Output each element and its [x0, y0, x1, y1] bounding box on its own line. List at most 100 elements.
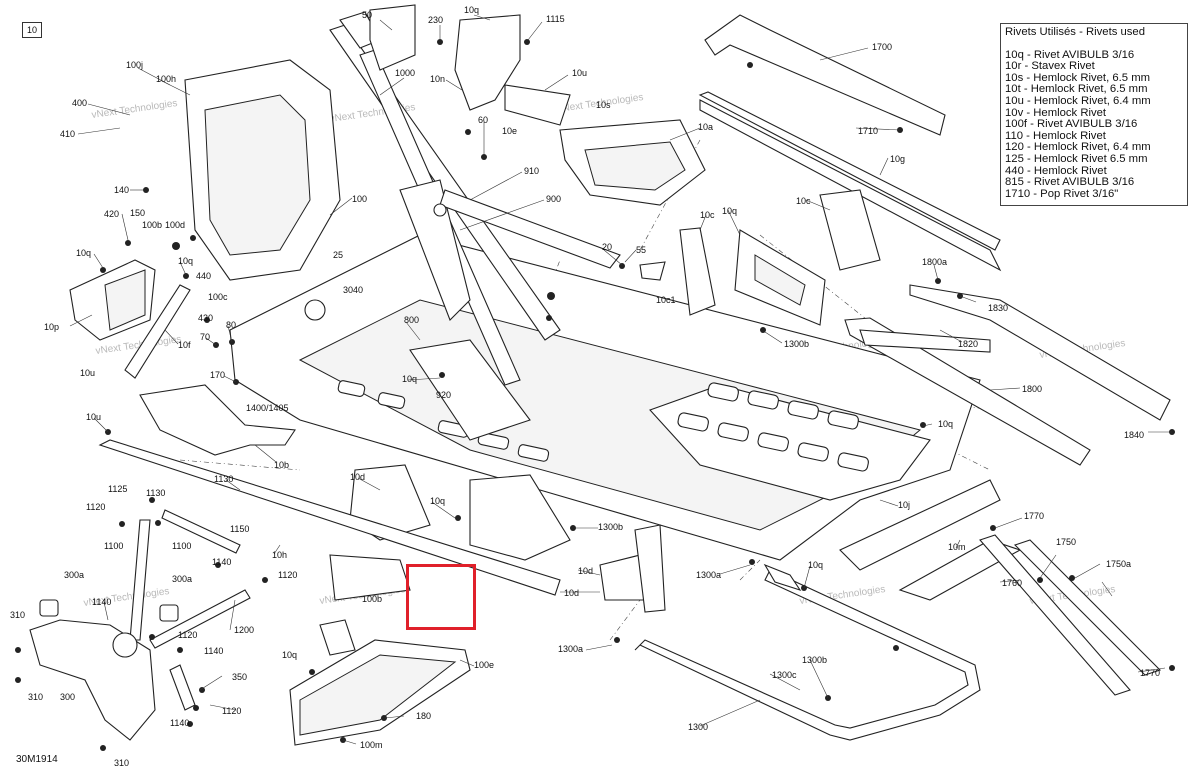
callout-10c1: 10c1 [656, 295, 676, 305]
callout-1125: 1125 [108, 484, 127, 494]
callout-3040: 3040 [343, 285, 363, 295]
callout-1300b-2: 1300b [598, 522, 623, 532]
legend-title: Rivets Utilisés - Rivets used [1005, 26, 1145, 38]
callout-10c-right: 10c [796, 196, 811, 206]
callout-1300b-3: 1300b [802, 655, 827, 665]
callout-10q: 10q [464, 5, 479, 15]
callout-10u-2: 10u [80, 368, 95, 378]
callout-labels: 50 230 10q 1115 1700 100j 100h 1000 10n … [10, 5, 1160, 768]
callout-430: 430 [198, 313, 213, 323]
callout-1100: 1100 [104, 541, 123, 551]
callout-1115: 1115 [546, 14, 565, 24]
callout-310-3: 310 [114, 758, 129, 768]
callout-1300a: 1300a [696, 570, 721, 580]
callout-1750a: 1750a [1106, 559, 1131, 569]
callout-1100-2: 1100 [172, 541, 191, 551]
legend-item: 10r - Stavex Rivet [1005, 60, 1095, 73]
callout-1400-1405: 1400/1405 [246, 403, 289, 413]
callout-80: 80 [226, 320, 236, 330]
callout-55: 55 [636, 245, 646, 255]
callout-1120: 1120 [86, 502, 105, 512]
callout-440: 440 [196, 271, 211, 281]
callout-1300a-2: 1300a [558, 644, 583, 654]
legend-item: 10s - Hemlock Rivet, 6.5 mm [1005, 71, 1151, 84]
callout-10h: 10h [272, 550, 287, 560]
callout-1710: 1710 [858, 126, 878, 136]
callout-1800a: 1800a [922, 257, 947, 267]
callout-1300b: 1300b [784, 339, 809, 349]
callout-140: 140 [114, 185, 129, 195]
callout-10q-4: 10q [178, 256, 193, 266]
callout-10n: 10n [430, 74, 445, 84]
legend-item: 100f - Rivet AVIBULB 3/16 [1005, 118, 1138, 131]
callout-100e: 100e [474, 660, 494, 670]
callout-10q-2: 10q [722, 206, 737, 216]
callout-10u-3: 10u [86, 412, 101, 422]
callout-10d-3: 10d [564, 588, 579, 598]
document-code: 30M1914 [16, 754, 58, 765]
leader-lines [69, 14, 1172, 745]
callout-300a: 300a [64, 570, 84, 580]
callout-60: 60 [478, 115, 488, 125]
callout-100m: 100m [360, 740, 383, 750]
callout-100h: 100h [156, 74, 176, 84]
main-chassis [184, 11, 981, 561]
callout-1140: 1140 [212, 557, 231, 567]
legend-item: 10q - Rivet AVIBULB 3/16 [1005, 48, 1135, 61]
callout-310-2: 310 [28, 692, 43, 702]
legend-item: 125 - Hemlock Rivet 6.5 mm [1005, 152, 1148, 165]
callout-1150: 1150 [230, 524, 249, 534]
callout-1140-4: 1140 [170, 718, 189, 728]
callout-10q-7: 10q [430, 496, 445, 506]
callout-350: 350 [232, 672, 247, 682]
callout-300a-2: 300a [172, 574, 192, 584]
callout-420: 420 [104, 209, 119, 219]
callout-100j: 100j [126, 60, 143, 70]
callout-1820: 1820 [958, 339, 978, 349]
legend-item: 110 - Hemlock Rivet [1005, 129, 1106, 142]
callout-10q-6: 10q [938, 419, 953, 429]
callout-1140-3: 1140 [204, 646, 223, 656]
callout-170: 170 [210, 370, 225, 380]
callout-410: 410 [60, 129, 75, 139]
callout-1120-2: 1120 [278, 570, 297, 580]
callout-10q-9: 10q [282, 650, 297, 660]
callout-10s: 10s [596, 100, 611, 110]
callout-1750: 1750 [1056, 537, 1076, 547]
callout-1760: 1760 [1002, 578, 1022, 588]
callout-1120-4: 1120 [222, 706, 241, 716]
callout-1140-2: 1140 [92, 597, 111, 607]
callout-230: 230 [428, 15, 443, 25]
callout-10e: 10e [502, 126, 517, 136]
callout-1770: 1770 [1024, 511, 1044, 521]
callout-10c-left: 10c [700, 210, 715, 220]
callout-100d: 100d [165, 220, 185, 230]
legend-item: 1710 - Pop Rivet 3/16" [1005, 187, 1119, 200]
watermark-1: vNext Technologies [91, 98, 178, 121]
tunnel-cutouts [337, 380, 869, 472]
callout-10g: 10g [890, 154, 905, 164]
callout-400: 400 [72, 98, 87, 108]
rivet-legend: Rivets Utilisés - Rivets used 10q - Rive… [1000, 23, 1188, 206]
callout-10a: 10a [698, 122, 713, 132]
callout-50: 50 [362, 10, 372, 20]
callout-1000: 1000 [395, 68, 415, 78]
legend-item: 10t - Hemlock Rivet, 6.5 mm [1005, 83, 1148, 96]
callout-1840: 1840 [1124, 430, 1144, 440]
callout-150: 150 [130, 208, 145, 218]
legend-item: 815 - Rivet AVIBULB 3/16 [1005, 176, 1135, 189]
bottom-center-parts [289, 554, 471, 746]
legend-item: 440 - Hemlock Rivet [1005, 164, 1107, 177]
callout-100c: 100c [208, 292, 228, 302]
callout-1800: 1800 [1022, 384, 1042, 394]
callout-310: 310 [10, 610, 25, 620]
callout-20: 20 [602, 242, 612, 252]
right-rails [698, 14, 1171, 696]
callout-800: 800 [404, 315, 419, 325]
callout-10q-8: 10q [808, 560, 823, 570]
callout-1130-2: 1130 [146, 488, 165, 498]
callout-180: 180 [416, 711, 431, 721]
callout-1770-2: 1770 [1140, 668, 1160, 678]
